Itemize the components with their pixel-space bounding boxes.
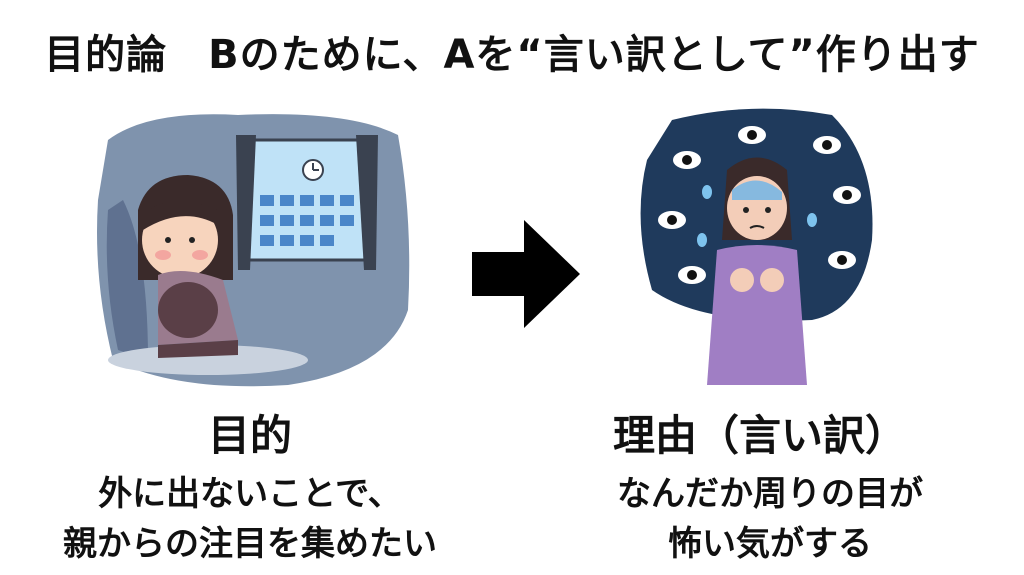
left-caption-line1: 外に出ないことで、 [98,474,402,514]
left-caption-line2: 親からの注目を集めたい [63,524,437,564]
right-caption-line1: なんだか周りの目が [617,474,923,514]
eye-icon [658,126,861,284]
right-heading: 理由（言い訳） [612,411,907,460]
calendar-grid [260,195,354,246]
girl-body [707,245,807,385]
girl-knees [158,282,218,338]
curtain-right [356,135,378,270]
room-shadow-corner [106,200,148,360]
girl-in-room-illustration [97,114,410,387]
right-arrow-icon [472,220,580,328]
curtain-left [236,135,256,270]
right-caption-line2: 怖い気がする [668,524,872,564]
scared-girl-illustration [640,108,873,385]
left-heading: 目的 [207,411,292,460]
page-title: 目的論 Bのために、Aを“言い訳として”作り出す [44,32,980,78]
sweat-drops [697,185,817,247]
